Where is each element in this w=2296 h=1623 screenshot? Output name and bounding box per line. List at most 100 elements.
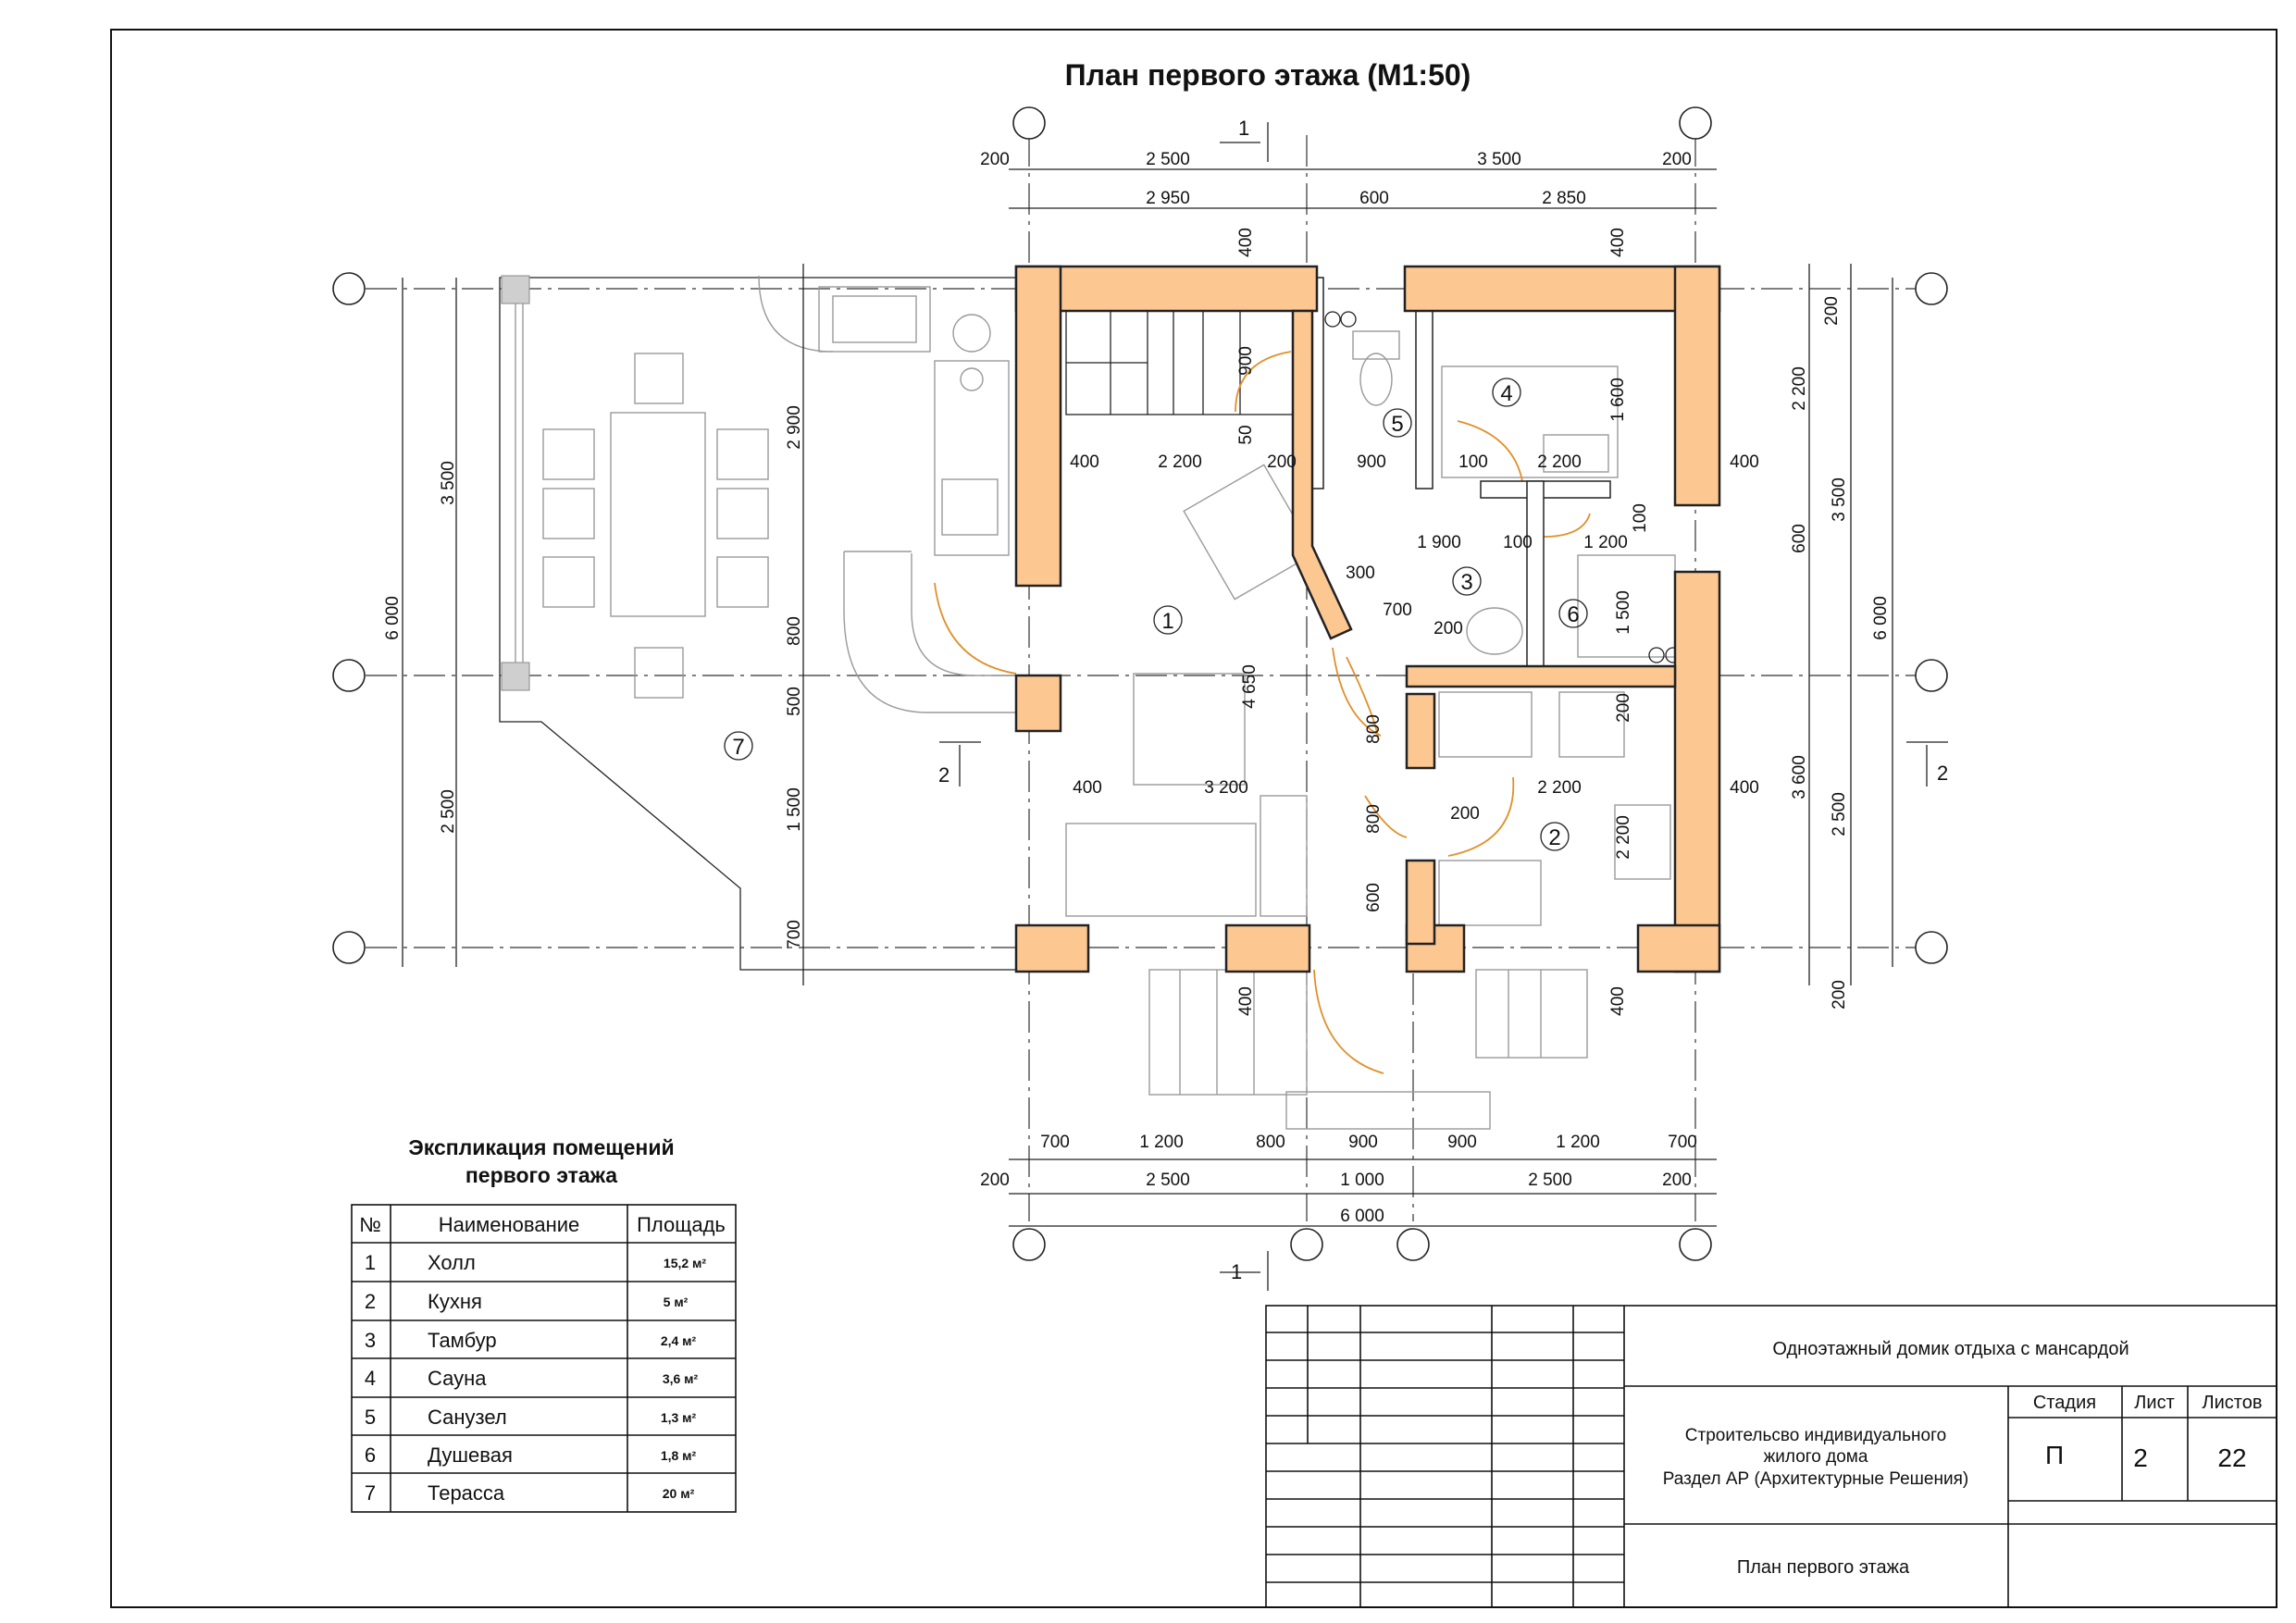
svg-text:Площадь: Площадь: [637, 1213, 726, 1236]
svg-text:5: 5: [365, 1406, 376, 1429]
svg-text:5 м²: 5 м²: [664, 1295, 689, 1309]
section-marks: 1 1 2 2: [938, 117, 1948, 1291]
svg-text:1: 1: [1238, 117, 1249, 140]
svg-text:800: 800: [1256, 1133, 1285, 1152]
svg-text:1 600: 1 600: [1608, 378, 1628, 422]
dimension-lines: [402, 168, 1893, 1227]
grid-markers: [332, 106, 1948, 1261]
svg-text:400: 400: [1073, 778, 1102, 798]
svg-text:7: 7: [365, 1481, 376, 1505]
svg-text:600: 600: [1790, 524, 1809, 553]
svg-text:2,4 м²: 2,4 м²: [661, 1333, 697, 1348]
svg-text:100: 100: [1503, 533, 1533, 552]
terrace: [499, 275, 1018, 971]
svg-text:3 600: 3 600: [1790, 755, 1809, 799]
svg-text:200: 200: [1450, 804, 1480, 824]
svg-text:100: 100: [1458, 452, 1488, 472]
svg-text:1 900: 1 900: [1417, 533, 1461, 552]
svg-text:4: 4: [365, 1367, 376, 1390]
svg-text:Сауна: Сауна: [428, 1367, 487, 1390]
svg-text:6: 6: [365, 1443, 376, 1467]
svg-text:50: 50: [1236, 425, 1256, 444]
svg-text:первого этажа: первого этажа: [465, 1163, 617, 1187]
svg-text:400: 400: [1730, 452, 1759, 472]
svg-text:2 200: 2 200: [1537, 452, 1582, 472]
drawing-title: План первого этажа (М1:50): [1065, 58, 1471, 92]
svg-text:3 500: 3 500: [439, 461, 458, 505]
svg-text:22: 22: [2217, 1443, 2246, 1472]
svg-text:200: 200: [1662, 150, 1692, 169]
svg-text:900: 900: [1357, 452, 1386, 472]
sheet-name: План первого этажа: [1737, 1557, 1910, 1578]
svg-text:Терасса: Терасса: [428, 1481, 505, 1505]
svg-text:3 500: 3 500: [1477, 150, 1521, 169]
svg-text:700: 700: [785, 920, 804, 949]
exterior-walls: [1014, 265, 1721, 973]
svg-text:200: 200: [1433, 619, 1463, 638]
svg-text:Лист: Лист: [2134, 1393, 2174, 1413]
svg-text:700: 700: [1383, 601, 1412, 620]
svg-text:Строительсво индивидуального: Строительсво индивидуального: [1685, 1426, 1946, 1445]
svg-text:200: 200: [980, 150, 1010, 169]
svg-text:3 500: 3 500: [1830, 477, 1849, 522]
svg-text:2 850: 2 850: [1542, 189, 1586, 208]
svg-text:2: 2: [1937, 762, 1948, 785]
svg-text:6 000: 6 000: [1340, 1207, 1384, 1226]
svg-text:200: 200: [1662, 1171, 1692, 1190]
svg-text:Наименование: Наименование: [439, 1213, 580, 1236]
svg-text:20 м²: 20 м²: [663, 1486, 695, 1501]
svg-text:900: 900: [1236, 346, 1256, 376]
svg-text:Раздел АР (Архитектурные Решен: Раздел АР (Архитектурные Решения): [1663, 1469, 1968, 1489]
svg-text:5: 5: [1391, 412, 1403, 437]
sheet-frame: [110, 29, 2277, 1608]
svg-text:1 500: 1 500: [1614, 590, 1633, 635]
svg-text:4 650: 4 650: [1240, 664, 1260, 709]
svg-text:300: 300: [1346, 564, 1375, 583]
svg-text:4: 4: [1500, 381, 1512, 406]
svg-text:Экспликация помещений: Экспликация помещений: [408, 1135, 674, 1159]
svg-text:3: 3: [1460, 570, 1472, 595]
svg-text:200: 200: [1267, 452, 1297, 472]
svg-text:2 500: 2 500: [1146, 1171, 1190, 1190]
svg-text:200: 200: [1614, 693, 1633, 723]
svg-text:600: 600: [1364, 883, 1384, 912]
room-labels: 1 2 3 4 5 6 7: [724, 378, 1588, 851]
svg-text:1: 1: [365, 1251, 376, 1274]
svg-text:1: 1: [1231, 1260, 1242, 1283]
svg-text:Стадия: Стадия: [2033, 1393, 2096, 1413]
svg-text:П: П: [2045, 1441, 2064, 1469]
svg-text:7: 7: [732, 735, 744, 760]
svg-text:2 500: 2 500: [1528, 1171, 1572, 1190]
svg-text:2: 2: [2133, 1443, 2148, 1472]
svg-text:Холл: Холл: [428, 1251, 476, 1274]
svg-text:2 500: 2 500: [439, 789, 458, 834]
svg-text:1 000: 1 000: [1340, 1171, 1384, 1190]
svg-text:Санузел: Санузел: [428, 1406, 507, 1429]
svg-text:600: 600: [1359, 189, 1389, 208]
svg-text:400: 400: [1608, 986, 1628, 1016]
svg-text:3,6 м²: 3,6 м²: [663, 1371, 699, 1386]
svg-text:2 500: 2 500: [1830, 792, 1849, 836]
svg-text:2: 2: [1548, 825, 1560, 850]
svg-text:№: №: [359, 1213, 381, 1236]
svg-text:Листов: Листов: [2203, 1393, 2263, 1413]
svg-text:2 200: 2 200: [1537, 778, 1582, 798]
svg-text:2 950: 2 950: [1146, 189, 1190, 208]
svg-text:400: 400: [1070, 452, 1099, 472]
svg-text:800: 800: [785, 616, 804, 646]
svg-text:700: 700: [1668, 1133, 1697, 1152]
svg-text:Душевая: Душевая: [428, 1443, 513, 1467]
project-name: Одноэтажный домик отдыха с мансардой: [1772, 1339, 2128, 1359]
svg-text:2: 2: [365, 1290, 376, 1313]
svg-text:6: 6: [1567, 602, 1579, 627]
svg-text:2 200: 2 200: [1614, 815, 1633, 860]
svg-text:6 000: 6 000: [383, 596, 403, 640]
svg-text:500: 500: [785, 687, 804, 716]
svg-text:15,2 м²: 15,2 м²: [664, 1256, 706, 1270]
svg-text:1,3 м²: 1,3 м²: [661, 1410, 697, 1425]
svg-text:200: 200: [1822, 296, 1842, 326]
svg-text:6 000: 6 000: [1871, 596, 1891, 640]
svg-text:400: 400: [1730, 778, 1759, 798]
house-furniture: [1065, 277, 1682, 1130]
